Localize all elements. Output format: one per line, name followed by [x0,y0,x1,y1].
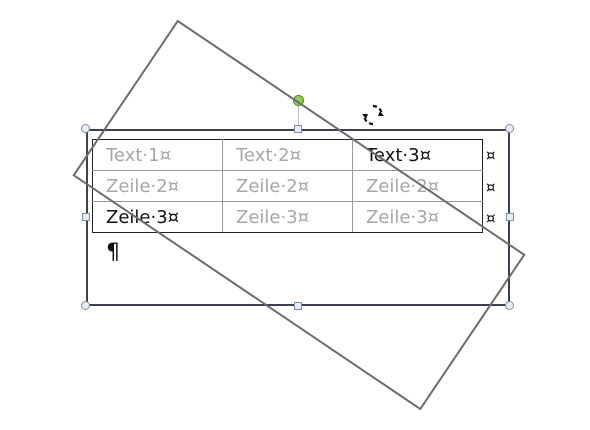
table-cell[interactable]: Text·1¤ [92,139,223,171]
table-cell[interactable]: Zeile·2¤ [222,170,353,202]
table-cell[interactable]: Zeile·2¤ [92,170,223,202]
resize-handle-icon[interactable] [294,125,302,133]
table-row: Zeile·2¤ Zeile·2¤ Zeile·2¤ [92,170,483,202]
resize-handle-icon[interactable] [505,124,514,133]
resize-handle-icon[interactable] [294,302,302,310]
table-row: Text·1¤ Text·2¤ Text·3¤ [92,139,483,171]
table-cell[interactable]: Text·2¤ [222,139,353,171]
resize-handle-icon[interactable] [506,213,514,221]
table-cell[interactable]: Zeile·3¤ [222,201,353,233]
table-row: Zeile·3¤ Zeile·3¤ Zeile·3¤ [92,201,483,233]
row-end-mark: ¤ [486,209,496,227]
resize-handle-icon[interactable] [82,213,90,221]
word-table[interactable]: Text·1¤ Text·2¤ Text·3¤ Zeile·2¤ Zeile·2… [92,139,483,233]
resize-handle-icon[interactable] [81,124,90,133]
table-cell[interactable]: Zeile·2¤ [352,170,483,202]
table-cell[interactable]: Zeile·3¤ [352,201,483,233]
rotation-handle-icon[interactable] [293,95,304,106]
rotation-handle-stem [298,105,299,129]
table-cell[interactable]: Text·3¤ [352,139,483,171]
table-cell[interactable]: Zeile·3¤ [92,201,223,233]
paragraph-mark: ¶ [106,240,120,265]
row-end-mark: ¤ [486,178,496,196]
rotate-cursor-icon [362,104,384,126]
resize-handle-icon[interactable] [81,301,90,310]
resize-handle-icon[interactable] [505,301,514,310]
row-end-mark: ¤ [486,146,496,164]
